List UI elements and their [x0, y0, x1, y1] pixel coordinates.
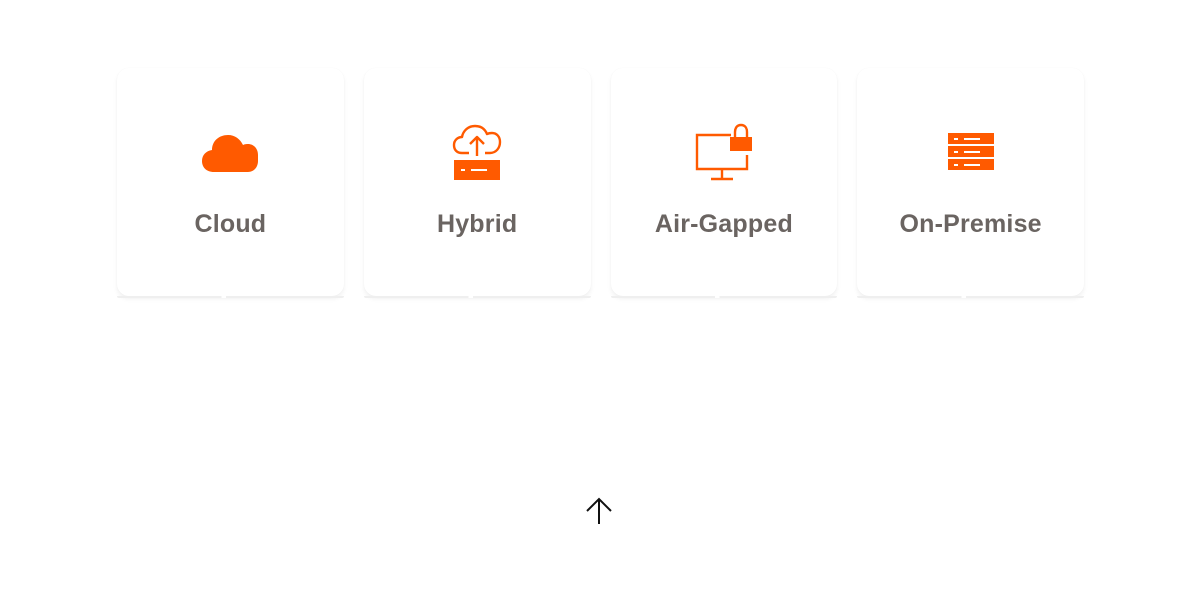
back-to-top-button[interactable]: [584, 496, 614, 531]
card-label-cloud: Cloud: [194, 210, 267, 238]
card-air-gapped[interactable]: Air-Gapped: [610, 68, 838, 298]
cloud-icon: [198, 120, 262, 184]
monitor-lock-icon: [692, 120, 756, 184]
card-label-hybrid: Hybrid: [436, 210, 518, 238]
card-on-premise[interactable]: On-Premise: [857, 68, 1084, 298]
card-cloud[interactable]: Cloud: [117, 68, 344, 298]
card-hybrid[interactable]: Hybrid: [363, 68, 591, 298]
deployment-options: Cloud Hybrid Air-Gapped: [117, 68, 1084, 298]
card-label-air-gapped: Air-Gapped: [654, 210, 793, 238]
cloud-upload-server-icon: [445, 120, 509, 184]
server-rack-icon: [939, 120, 1003, 184]
arrow-up-icon: [584, 496, 614, 531]
card-label-on-premise: On-Premise: [899, 210, 1042, 238]
